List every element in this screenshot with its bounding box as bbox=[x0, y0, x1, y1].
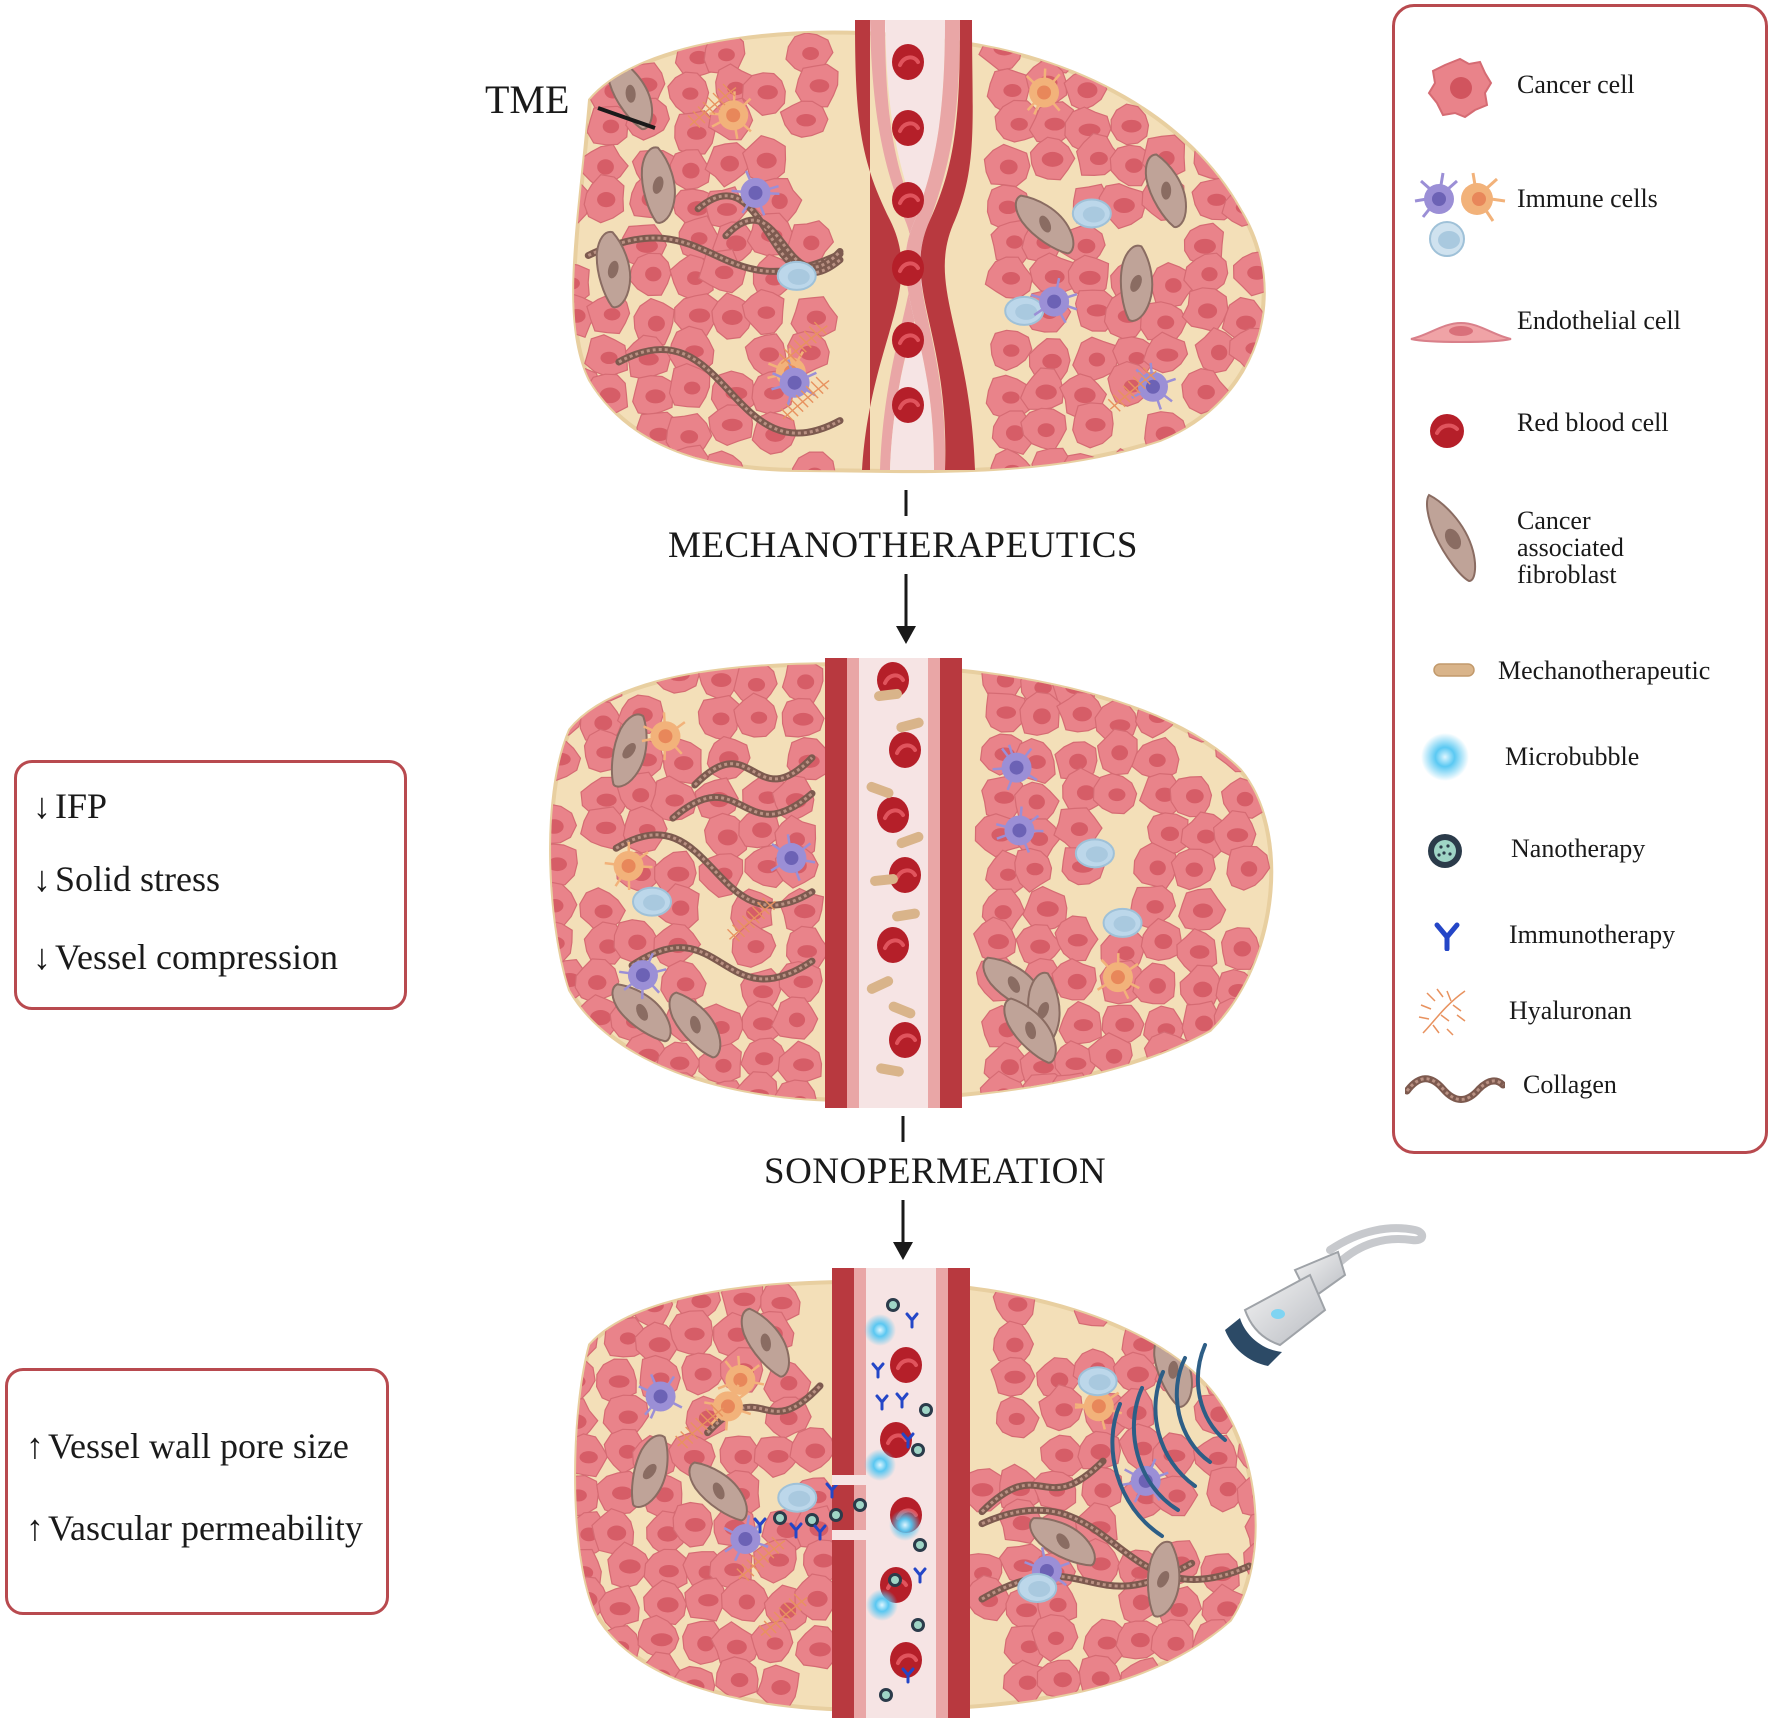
vessel-contents bbox=[753, 44, 933, 1702]
hyaluronan-icon bbox=[1418, 988, 1466, 1036]
effects-box-2: ↑Vessel wall pore size ↑Vascular permeab… bbox=[5, 1368, 389, 1615]
cancer-cell-icon bbox=[1427, 57, 1493, 119]
fibroblast-icon bbox=[1426, 493, 1477, 583]
red-blood-cell-icon bbox=[1430, 414, 1464, 448]
effect-row-solid-stress: ↓Solid stress bbox=[29, 858, 220, 900]
down-arrow-icon: ↓ bbox=[33, 786, 51, 826]
endothelial-cell-icon bbox=[1410, 321, 1512, 343]
nanotherapy-icon bbox=[1428, 834, 1462, 868]
effect-row-vessel-compression: ↓Vessel compression bbox=[29, 936, 338, 978]
vessel-open-2 bbox=[832, 1268, 970, 1718]
mechanotherapeutic-icon bbox=[1433, 663, 1475, 677]
immune-cells-icon bbox=[1414, 172, 1506, 257]
mechanotherapeutics-label: MECHANOTHERAPEUTICS bbox=[668, 525, 1138, 566]
collagen-icon bbox=[1405, 1075, 1505, 1103]
ultrasound-waves-icon bbox=[1110, 1343, 1227, 1538]
up-arrow-icon: ↑ bbox=[26, 1426, 44, 1466]
effect-row-pore-size: ↑Vessel wall pore size bbox=[22, 1425, 349, 1467]
down-arrow-icon: ↓ bbox=[33, 859, 51, 899]
tme-pointer bbox=[597, 106, 656, 130]
flow-arrow-1 bbox=[896, 490, 916, 644]
ultrasound-probe-icon bbox=[1225, 1224, 1427, 1366]
flow-arrow-2 bbox=[893, 1116, 913, 1260]
up-arrow-icon: ↑ bbox=[26, 1508, 44, 1548]
effects-box-1: ↓IFP ↓Solid stress ↓Vessel compression bbox=[14, 760, 407, 1010]
tme-label: TME bbox=[485, 77, 570, 122]
down-arrow-icon: ↓ bbox=[33, 937, 51, 977]
legend: Cancer cell Immune cells Endothelial cel… bbox=[1392, 4, 1768, 1154]
sonopermeation-label: SONOPERMEATION bbox=[764, 1151, 1107, 1192]
effect-row-permeability: ↑Vascular permeability bbox=[22, 1507, 363, 1549]
immunotherapy-icon bbox=[1434, 922, 1460, 951]
microbubble-icon bbox=[1421, 733, 1469, 781]
effect-row-ifp: ↓IFP bbox=[29, 785, 107, 827]
